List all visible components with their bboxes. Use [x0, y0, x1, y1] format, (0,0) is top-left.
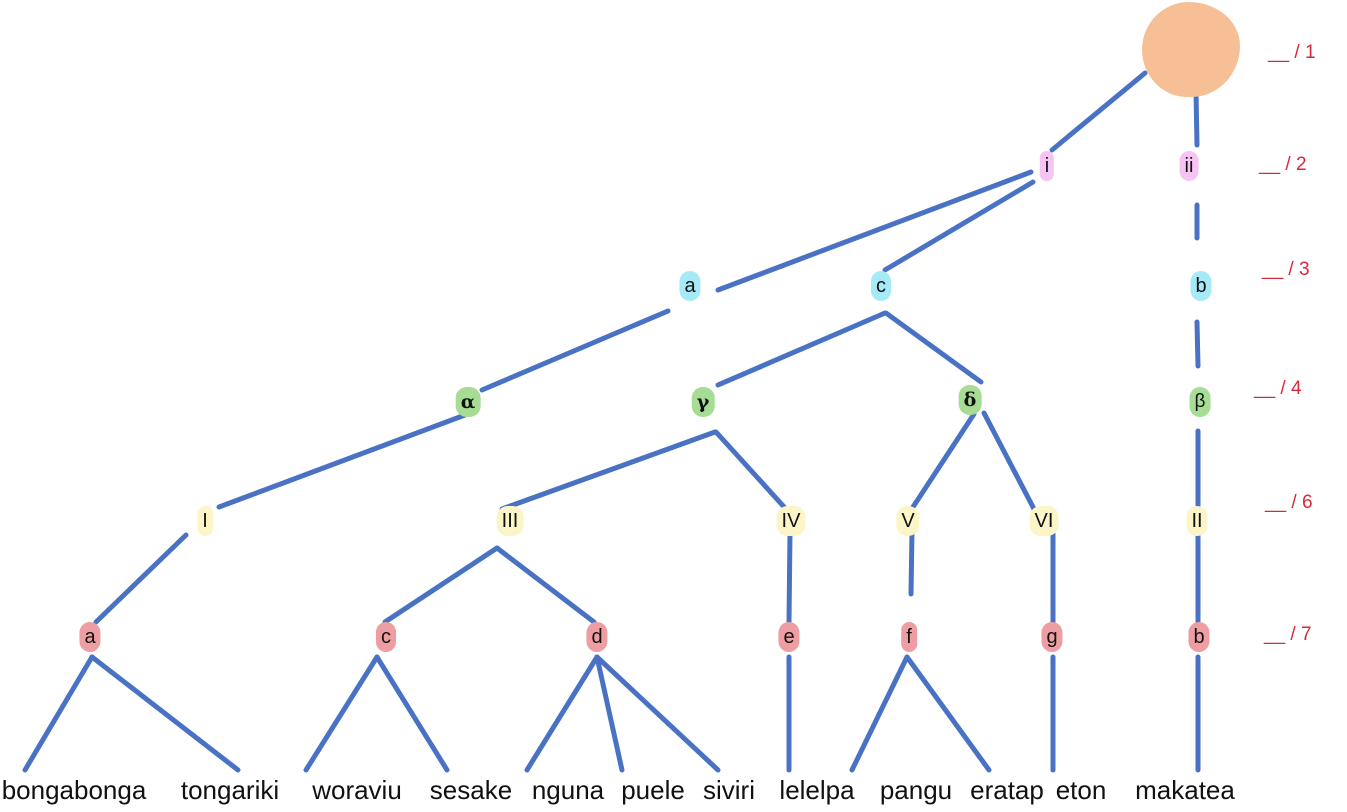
edge-gamma-IV: [713, 429, 789, 512]
leaf-pangu: pangu: [879, 775, 953, 805]
node-l7-e: e: [778, 622, 800, 652]
leaf-makatea: makatea: [1135, 775, 1235, 805]
edge-alpha-I: [216, 412, 468, 510]
edge-a7-tongariki: [89, 654, 241, 773]
edge-b-beta: [1194, 319, 1201, 369]
level-score-2: __ / 2: [1259, 154, 1307, 175]
leaf-lelelpa: lelelpa: [779, 775, 855, 805]
edge-a-alpha: [479, 308, 671, 393]
edge-d7-siviri: [594, 654, 721, 773]
edge-d7-nguna: [524, 654, 600, 773]
node-l2-ii: ii: [1179, 151, 1199, 181]
level-score-6: __ / 6: [1265, 492, 1313, 513]
node-l3-b: b: [1190, 271, 1212, 301]
node-l4-beta: β: [1189, 387, 1211, 417]
edge-III-c7: [382, 545, 500, 625]
leaf-eton: eton: [1055, 775, 1107, 805]
edge-IV-e7: [786, 529, 793, 625]
edge-d7-puele: [594, 654, 625, 773]
node-l7-g: g: [1041, 622, 1063, 652]
node-l7-c: c: [376, 622, 396, 652]
node-l6-II: II: [1186, 506, 1208, 536]
node-l7-a: a: [79, 622, 101, 652]
edge-I-a7: [93, 532, 189, 625]
node-l3-c: c: [871, 271, 891, 301]
level-score-3: __ / 3: [1262, 259, 1310, 280]
level-score-4: __ / 4: [1254, 378, 1302, 399]
edge-f7-eratap: [904, 654, 992, 773]
edge-III-d7: [494, 545, 597, 625]
node-l6-III: III: [496, 506, 524, 536]
node-l2-i: i: [1039, 151, 1055, 181]
edge-i-a: [715, 169, 1034, 293]
level-score-1: __ / 1: [1268, 42, 1316, 63]
leaf-puele: puele: [621, 775, 685, 805]
edge-f7-pangu: [849, 654, 910, 773]
edge-delta-VI: [981, 410, 1037, 512]
node-l6-IV: IV: [776, 506, 806, 536]
node-l7-f: f: [901, 622, 917, 652]
leaf-sesake: sesake: [429, 775, 513, 805]
node-l7-d: d: [586, 622, 608, 652]
level-score-7: __ / 7: [1264, 624, 1312, 645]
node-l6-V: V: [896, 506, 920, 536]
node-l6-I: I: [197, 506, 213, 536]
edge-delta-V: [910, 411, 977, 510]
node-l4-alpha: α: [455, 387, 481, 417]
edge-a7-bongabonga: [22, 654, 95, 773]
node-l4-gamma: γ: [691, 387, 715, 417]
edge-root-i: [1049, 70, 1148, 153]
leaf-siviri: siviri: [703, 775, 755, 805]
root-node-blob: [1142, 2, 1240, 97]
leaf-tongariki: tongariki: [180, 775, 280, 805]
node-l6-VI: VI: [1029, 506, 1059, 536]
edge-root-ii: [1193, 89, 1200, 148]
edge-c-delta: [883, 310, 984, 385]
edge-c-gamma: [715, 310, 888, 388]
leaf-eratap: eratap: [970, 775, 1044, 805]
node-l3-a: a: [679, 271, 701, 301]
edge-c7-sesake: [374, 654, 450, 773]
edge-V-f7: [908, 528, 915, 597]
leaf-bongabonga: bongabonga: [1, 775, 147, 805]
edge-gamma-III: [499, 429, 718, 512]
edge-i-c: [882, 179, 1036, 273]
leaf-nguna: nguna: [531, 775, 605, 805]
leaf-woraviu: woraviu: [312, 775, 402, 805]
edge-c7-woraviu: [303, 654, 380, 773]
node-l7-b: b: [1188, 622, 1210, 652]
node-l4-delta: δ: [958, 385, 982, 415]
